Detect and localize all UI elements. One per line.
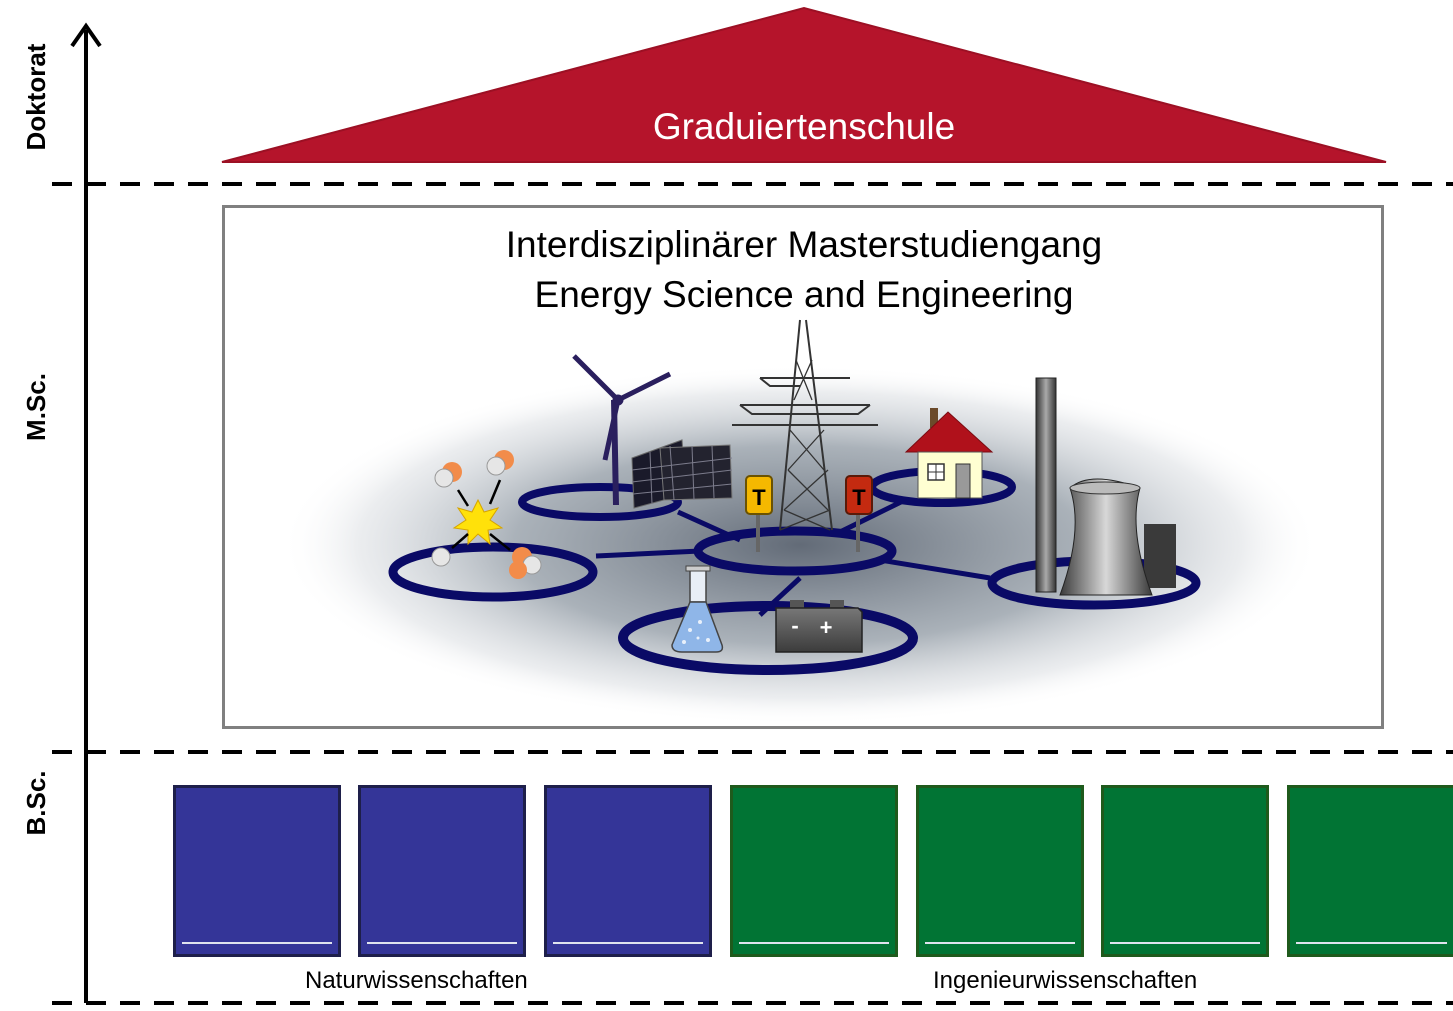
bachelor-box-engineering-1 — [730, 785, 898, 957]
engineering-sciences-label: Ingenieurwissenschaften — [933, 967, 1198, 994]
bachelor-box-natural-2 — [358, 785, 526, 957]
bachelor-box-natural-1 — [173, 785, 341, 957]
svg-text:T: T — [852, 485, 866, 510]
bachelor-box-engineering-4 — [1287, 785, 1453, 957]
axis-arrowhead — [70, 22, 102, 48]
bachelor-box-engineering-3 — [1101, 785, 1269, 957]
graduate-school-title: Graduiertenschule — [652, 106, 956, 147]
svg-text:+: + — [820, 615, 833, 640]
master-program-title-line2: Energy Science and Engineering — [534, 274, 1074, 315]
network-rings — [388, 467, 1201, 675]
power-plant-icon — [1035, 377, 1176, 596]
natural-sciences-label: Naturwissenschaften — [305, 967, 528, 994]
master-program-title-line1: Interdisziplinärer Masterstudiengang — [505, 224, 1103, 265]
earth-backdrop — [280, 365, 1320, 725]
graduate-school-roof — [221, 6, 1387, 163]
bachelor-box-engineering-2 — [916, 785, 1084, 957]
wind-turbine-icon — [572, 354, 672, 506]
house-icon — [904, 408, 994, 499]
svg-text:T: T — [752, 485, 766, 510]
transformer-icon: T T — [745, 475, 873, 552]
bachelor-box-natural-3 — [544, 785, 712, 957]
solar-panel-icon — [631, 439, 733, 509]
flask-icon — [671, 565, 724, 653]
power-pylon-icon — [732, 319, 878, 531]
svg-text:-: - — [791, 613, 798, 638]
atoms-fusion-icon — [431, 450, 542, 579]
battery-icon: - + — [775, 600, 863, 653]
